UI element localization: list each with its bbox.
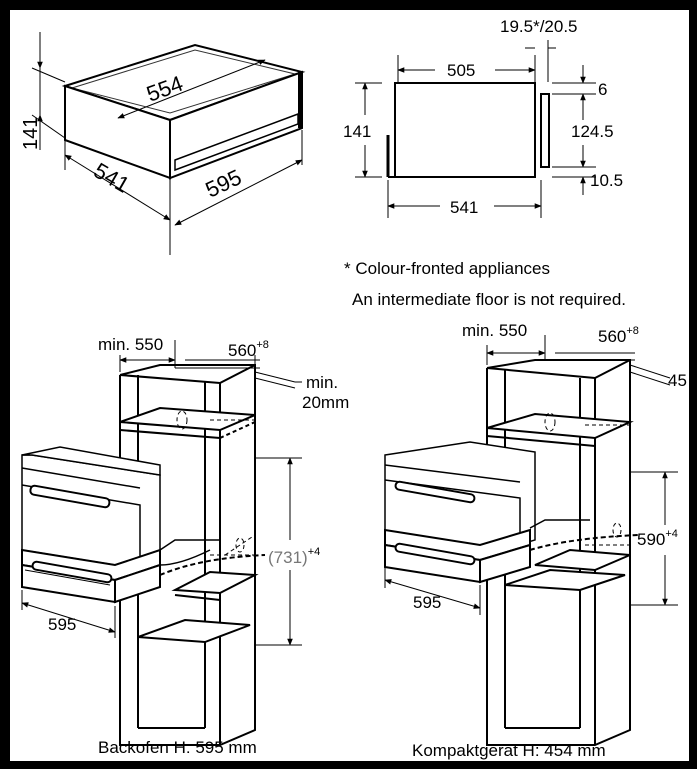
side-view-dimensions (355, 40, 596, 218)
cabinet-right-dimensions (384, 335, 678, 615)
cabinet-left-hidden (176, 410, 256, 556)
cabinet-left (119, 364, 259, 746)
dim-top-19-5: 19.5*/20.5 (500, 17, 578, 36)
cab-right-560-value: 560 (598, 327, 626, 346)
drawer-left (21, 539, 220, 604)
cab-right-560-sup: +8 (626, 325, 639, 337)
oven-left (21, 446, 161, 586)
cab-right-590: 590+4 (637, 528, 678, 549)
cab-left-min-550: min. 550 (98, 335, 163, 354)
cab-right-45: 45 (668, 371, 687, 390)
cable-left (159, 554, 266, 576)
dim-124-5: 124.5 (571, 122, 614, 141)
dim-side-541: 541 (450, 198, 478, 217)
cab-left-731-value: (731) (268, 548, 308, 567)
dim-6: 6 (598, 80, 607, 99)
drawer-side-body (394, 82, 536, 178)
installation-diagram: 141 554 541 595 (20, 17, 687, 746)
note-intermediate-floor: An intermediate floor is not required. (352, 290, 627, 309)
cab-right-590-sup: +4 (665, 528, 678, 540)
cab-left-20mm: 20mm (302, 393, 349, 412)
cab-right-590-value: 590 (637, 530, 665, 549)
note-colour-fronted: * Colour-fronted appliances (344, 259, 551, 278)
drawer-3d-dimensions (31, 32, 303, 255)
cab-left-595: 595 (48, 615, 76, 634)
dim-height-141: 141 (20, 117, 42, 150)
dim-front-595: 595 (202, 164, 246, 202)
cab-right-min-550: min. 550 (462, 321, 527, 340)
cab-left-560: 560+8 (228, 339, 269, 360)
caption-kompaktgeraet: Kompaktgerät H: 454 mm (412, 741, 606, 760)
dim-10-5: 10.5 (590, 171, 623, 190)
cab-left-560-value: 560 (228, 341, 256, 360)
cab-left-560-sup: +8 (256, 339, 269, 351)
dim-width-541: 541 (90, 158, 134, 198)
caption-backofen: Backofen H: 595 mm (98, 738, 257, 757)
cabinet-left-dimensions (21, 340, 302, 646)
cab-right-560: 560+8 (598, 325, 639, 346)
cab-right-595: 595 (413, 593, 441, 612)
cab-left-min-label: min. (306, 373, 338, 392)
drawer-side-view (386, 82, 550, 178)
drawer-3d-view (61, 43, 306, 180)
drawer-side-front (540, 93, 550, 168)
cabinet-right (486, 359, 634, 746)
compact-appliance-right (384, 441, 536, 556)
cab-left-731-sup: +4 (308, 546, 321, 558)
dim-side-141: 141 (343, 122, 371, 141)
cab-left-731: (731)+4 (268, 546, 320, 567)
drawing-canvas: 141 554 541 595 (10, 10, 689, 761)
dim-505: 505 (447, 61, 475, 80)
cable-right (529, 534, 639, 551)
